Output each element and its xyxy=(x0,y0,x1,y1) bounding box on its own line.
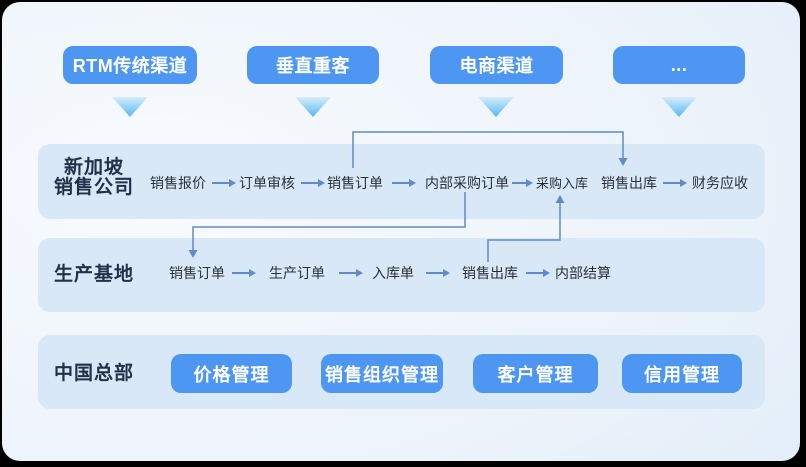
channel-button-vertical[interactable]: 垂直重客 xyxy=(247,46,379,84)
flow-arrow-icon xyxy=(212,179,236,187)
chevron-down-icon xyxy=(478,97,514,117)
flow-arrow-icon xyxy=(301,179,325,187)
step-order-review: 订单审核 xyxy=(239,175,295,191)
hq-button-sales-org-management[interactable]: 销售组织管理 xyxy=(321,354,443,393)
diagram-card: RTM传统渠道 垂直重客 电商渠道 ... 新加坡 销售公司 生产基地 中国总部… xyxy=(2,2,800,461)
flow-arrow-icon xyxy=(339,269,363,277)
hq-button-credit-management[interactable]: 信用管理 xyxy=(622,354,742,393)
step-internal-purchase-order: 内部采购订单 xyxy=(425,175,509,191)
chevron-down-icon xyxy=(112,97,148,117)
chevron-down-icon xyxy=(295,97,331,117)
step-internal-settlement: 内部结算 xyxy=(555,265,611,281)
step-sales-order: 销售订单 xyxy=(327,175,383,191)
lane-label-production: 生产基地 xyxy=(53,264,134,285)
flow-arrow-icon xyxy=(663,179,687,187)
flow-arrow-icon xyxy=(392,179,416,187)
step-production-sales-order: 销售订单 xyxy=(169,265,225,281)
hq-button-customer-management[interactable]: 客户管理 xyxy=(473,354,598,393)
production-base-lane xyxy=(38,238,765,312)
step-inbound-order: 入库单 xyxy=(372,265,414,281)
channel-button-more[interactable]: ... xyxy=(613,46,745,84)
flow-arrow-icon xyxy=(426,269,450,277)
step-sales-delivery: 销售出库 xyxy=(601,175,657,191)
step-production-sales-delivery: 销售出库 xyxy=(462,265,518,281)
lane-label-hq: 中国总部 xyxy=(53,363,134,384)
step-sales-quote: 销售报价 xyxy=(150,175,206,191)
channel-button-rtm[interactable]: RTM传统渠道 xyxy=(63,46,197,84)
lane-label-singapore-line2: 销售公司 xyxy=(53,177,134,198)
step-finance-receivable: 财务应收 xyxy=(692,175,748,191)
flow-arrow-icon xyxy=(526,269,550,277)
flow-arrow-icon xyxy=(512,179,533,187)
channel-button-ecommerce[interactable]: 电商渠道 xyxy=(430,46,563,84)
step-purchase-receipt: 采购入库 xyxy=(536,176,589,191)
lane-label-singapore: 新加坡 销售公司 xyxy=(38,158,150,198)
flow-arrow-icon xyxy=(232,269,256,277)
step-production-order: 生产订单 xyxy=(269,265,325,281)
hq-button-price-management[interactable]: 价格管理 xyxy=(171,354,292,393)
chevron-down-icon xyxy=(661,97,697,117)
lane-label-singapore-line1: 新加坡 xyxy=(63,157,124,178)
